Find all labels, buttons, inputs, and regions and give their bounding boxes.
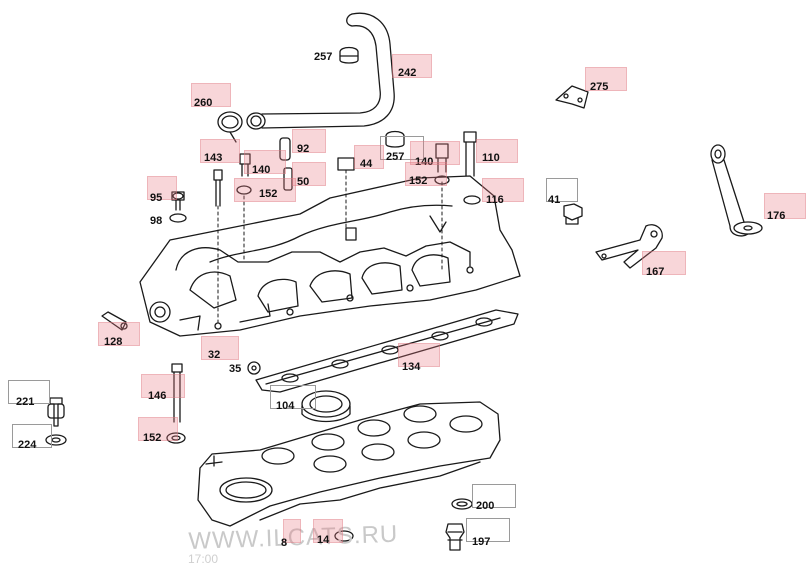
callout-8-label[interactable]: 8 [281, 537, 288, 549]
gasket-134-part [255, 309, 519, 393]
seal-ring-104-part [301, 390, 351, 423]
callout-44-label[interactable]: 44 [360, 158, 373, 170]
callout-176-hotspot[interactable] [764, 193, 806, 219]
callout-95-label[interactable]: 95 [150, 192, 163, 204]
callout-200-hotspot[interactable] [472, 484, 516, 508]
callout-140-label[interactable]: 140 [415, 156, 434, 168]
callout-140-label[interactable]: 140 [252, 164, 271, 176]
callout-152-label[interactable]: 152 [259, 188, 278, 200]
callout-128-label[interactable]: 128 [104, 336, 123, 348]
callout-32-hotspot[interactable] [201, 336, 239, 360]
callout-110-hotspot[interactable] [476, 139, 518, 163]
callout-41-label[interactable]: 41 [548, 194, 561, 206]
callout-224-label[interactable]: 224 [18, 439, 37, 451]
callout-128-hotspot[interactable] [98, 322, 140, 346]
callout-152-hotspot[interactable] [405, 162, 447, 186]
ring-200-part [451, 498, 473, 510]
plug-41-part [563, 203, 583, 225]
nut-35-part [247, 361, 261, 375]
callout-143-label[interactable]: 143 [204, 152, 223, 164]
callout-146-hotspot[interactable] [141, 374, 185, 398]
callout-257-label[interactable]: 257 [386, 151, 405, 163]
callout-134-label[interactable]: 134 [402, 361, 421, 373]
callout-98-label[interactable]: 98 [150, 215, 163, 227]
breather-hose-part [246, 12, 395, 130]
callout-167-hotspot[interactable] [642, 251, 686, 275]
callout-116-hotspot[interactable] [482, 178, 524, 202]
callout-95-hotspot[interactable] [147, 176, 177, 200]
stud-146-part [166, 363, 186, 444]
callout-275-hotspot[interactable] [585, 67, 627, 91]
callout-32-label[interactable]: 32 [208, 349, 221, 361]
callout-275-label[interactable]: 275 [590, 81, 609, 93]
callout-14-label[interactable]: 14 [317, 534, 330, 546]
callout-50-label[interactable]: 50 [297, 176, 310, 188]
callout-41-hotspot[interactable] [546, 178, 578, 202]
bolts-upper-parts [169, 131, 481, 241]
callout-200-label[interactable]: 200 [476, 500, 495, 512]
bracket-275-part [555, 85, 589, 109]
callout-197-hotspot[interactable] [466, 518, 510, 542]
callout-146-label[interactable]: 146 [148, 390, 167, 402]
callout-14-hotspot[interactable] [313, 519, 343, 543]
callout-152-hotspot[interactable] [234, 178, 296, 202]
link-rod-part [710, 144, 763, 237]
callout-224-hotspot[interactable] [12, 424, 52, 448]
callout-152-label[interactable]: 152 [143, 432, 162, 444]
callout-134-hotspot[interactable] [398, 343, 440, 367]
leader-lines [217, 169, 443, 327]
hose-clamp-part-2 [385, 130, 405, 148]
callout-140-hotspot[interactable] [244, 150, 286, 174]
callout-92-hotspot[interactable] [292, 129, 326, 153]
callout-176-label[interactable]: 176 [767, 210, 786, 222]
valve-221-part [45, 397, 67, 446]
watermark-time: 17:00 [188, 552, 219, 564]
callout-44-hotspot[interactable] [354, 145, 384, 169]
plug-197-part [445, 523, 465, 551]
hose-clip-part [217, 111, 243, 143]
callout-104-label[interactable]: 104 [276, 400, 295, 412]
hose-clamp-part [339, 46, 359, 64]
bolt-95-part [172, 192, 184, 200]
callout-260-label[interactable]: 260 [194, 97, 213, 109]
lower-manifold-part [197, 401, 501, 527]
callout-35-label[interactable]: 35 [229, 363, 242, 375]
callout-110-label[interactable]: 110 [482, 152, 500, 164]
callout-257-label[interactable]: 257 [314, 51, 333, 63]
callout-143-hotspot[interactable] [200, 139, 240, 163]
callout-221-label[interactable]: 221 [16, 396, 35, 408]
callout-50-hotspot[interactable] [292, 162, 326, 186]
callout-257-hotspot[interactable] [380, 136, 424, 160]
cap-14-part [334, 530, 354, 542]
callout-242-hotspot[interactable] [392, 54, 432, 78]
callout-8-hotspot[interactable] [283, 519, 301, 543]
sensor-128-part [101, 311, 128, 331]
callout-116-label[interactable]: 116 [486, 194, 504, 206]
callout-167-label[interactable]: 167 [646, 266, 665, 278]
intake-manifold-part [139, 175, 521, 337]
bracket-167-part [595, 224, 663, 269]
callout-152-label[interactable]: 152 [409, 175, 428, 187]
callout-152-hotspot[interactable] [138, 417, 178, 441]
callout-197-label[interactable]: 197 [472, 536, 491, 548]
callout-92-label[interactable]: 92 [297, 143, 310, 155]
callout-260-hotspot[interactable] [191, 83, 231, 107]
callout-221-hotspot[interactable] [8, 380, 50, 404]
callout-104-hotspot[interactable] [270, 385, 316, 409]
callout-242-label[interactable]: 242 [398, 67, 417, 79]
callout-140-hotspot[interactable] [410, 141, 460, 165]
